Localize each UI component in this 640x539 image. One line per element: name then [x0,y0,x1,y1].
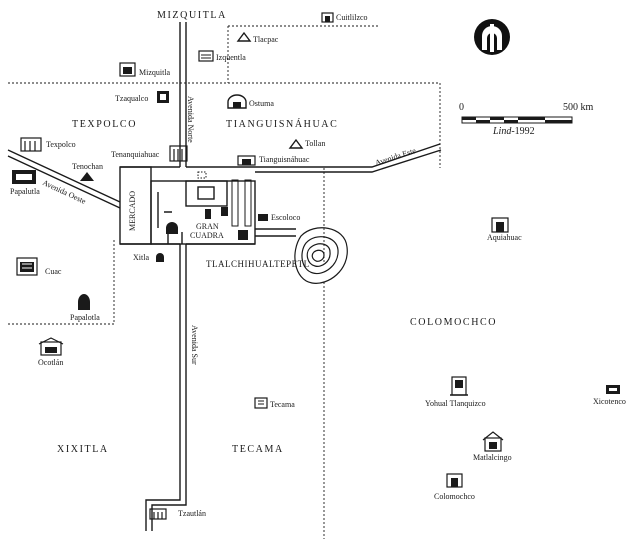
label-avenida-sur: Avenida Sur [190,325,199,365]
place-tianguisnahuac: Tianguisnáhuac [259,155,310,164]
north-arrow-icon [474,19,510,55]
pyramid-icon [78,294,90,310]
temple-icon [198,50,214,62]
place-mizquitla: Mizquitla [139,68,171,77]
pyramid-icon [236,31,252,42]
district-texpolco: TEXPOLCO [72,119,138,130]
place-yohual-tlanquizco: Yohual Tlanquizco [425,399,486,408]
temple-icon [254,397,268,409]
credit-year: -1992 [511,126,535,137]
place-xicotenco: Xicotenco [593,397,626,406]
central-blocks [119,166,256,245]
place-cuac: Cuac [45,267,62,276]
district-mizquitla: MIZQUITLA [157,10,227,21]
temple-icon [20,137,42,152]
temple-icon [606,385,620,394]
temple-icon [119,62,136,77]
map-credit: Lind-1992 [493,126,535,138]
scale-start-label: 0 [459,102,464,113]
place-matlalcingo: Matlalcingo [473,453,512,462]
place-tlacpac: Tlacpac [253,35,279,44]
place-ostuma: Ostuma [249,99,274,108]
place-escoloco: Escoloco [271,213,301,222]
label-mercado: MERCADO [128,190,137,231]
temple-icon [446,473,463,488]
place-papalotla: Papalotla [70,313,100,322]
temple-icon [16,257,38,276]
temple-icon [321,12,334,23]
place-colomochco: Colomochco [434,492,475,501]
place-izquentla: Izquentla [216,53,246,62]
temple-icon [227,94,247,109]
avenida-este-road [255,143,442,173]
east-link-road [255,228,296,237]
temple-icon [38,337,64,356]
temple-icon [482,431,504,452]
label-gran: GRAN [196,222,219,231]
temple-icon [12,170,36,184]
temple-icon [491,217,509,233]
place-texpolco: Texpolco [46,140,76,149]
avenida-sur-road [145,244,187,531]
temple-icon [157,91,169,103]
district-xixitla: XIXITLA [57,444,109,455]
place-cuitlilzco: Cuitlilzco [336,13,368,22]
place-xitla: Xitla [133,253,149,262]
place-tollan: Tollan [305,139,326,148]
place-tenanquiahuac: Tenanquiahuac [111,150,160,159]
tlalchihualtepetl-hill [294,227,348,284]
district-tianguisnahuac: TIANGUISNÁHUAC [226,119,339,130]
label-tlalchihualtepetl: TLALCHIHUALTEPETL [206,259,310,269]
pyramid-icon [288,138,304,149]
credit-author: Lind [493,126,512,137]
scale-end-label: 500 km [563,102,594,113]
temple-icon [169,145,188,162]
temple-icon [156,253,164,262]
place-tenochan: Tenochan [72,162,103,171]
label-avenida-norte: Avenida Norte [186,96,195,143]
pyramid-icon [80,172,94,181]
place-tzautlan: Tzautlán [178,509,206,518]
place-papalutla: Papalutla [10,187,40,196]
avenida-oeste-road [7,149,121,209]
place-aquiahuac: Aquiahuac [487,233,522,242]
temple-icon [149,508,167,520]
scale-bar-segments [462,117,572,123]
avenida-norte-road [179,22,187,167]
place-tecama: Tecama [270,400,295,409]
district-boundaries [8,25,441,539]
district-tecama: TECAMA [232,444,284,455]
central-features [166,171,248,240]
temple-icon [237,155,256,166]
label-cuadra: CUADRA [190,231,224,240]
temple-icon [450,376,468,396]
temple-icon [258,214,268,221]
place-ocotlan: Ocotlán [38,358,64,367]
district-colomochco: COLOMOCHCO [410,317,498,328]
place-tzaqualco: Tzaqualco [115,94,149,103]
